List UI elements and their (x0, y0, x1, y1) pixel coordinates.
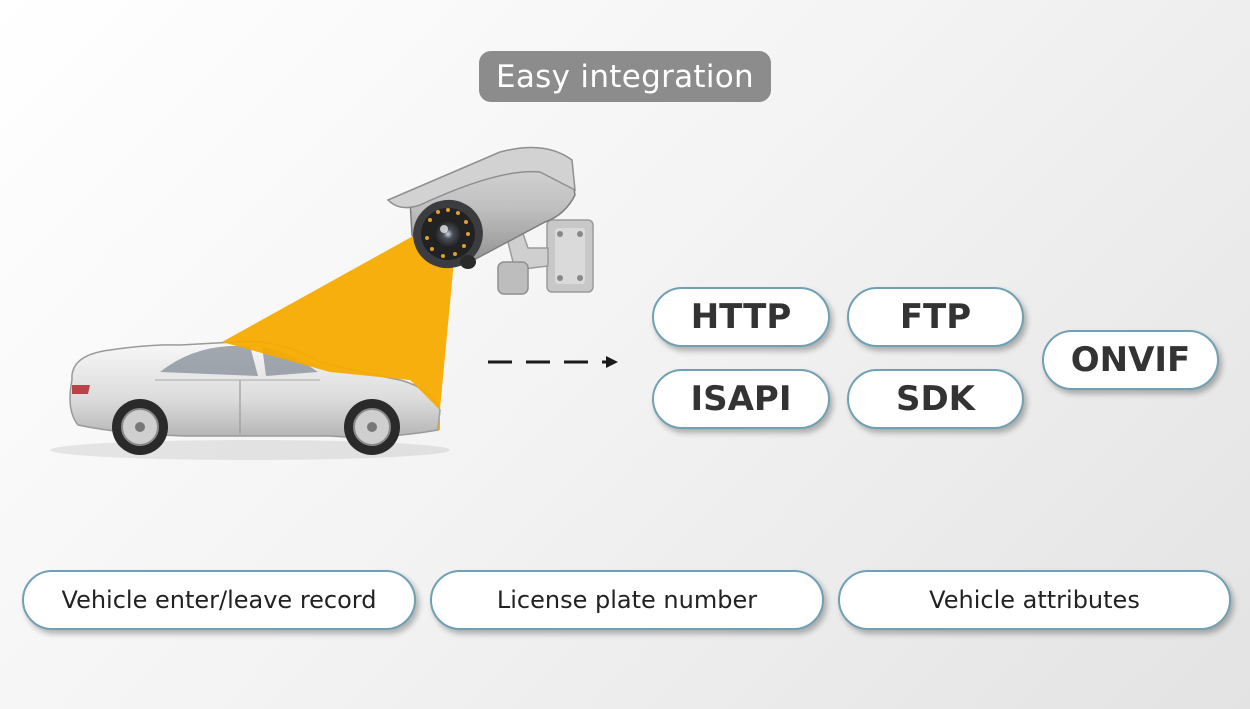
feature-vehicle-attributes: Vehicle attributes (838, 570, 1231, 630)
protocol-ftp: FTP (847, 287, 1024, 347)
title-badge: Easy integration (479, 51, 771, 102)
title-text: Easy integration (495, 58, 755, 95)
protocol-onvif: ONVIF (1042, 330, 1219, 390)
feature-attributes-label: Vehicle attributes (929, 586, 1140, 614)
protocol-isapi-label: ISAPI (690, 379, 792, 419)
feature-enter-leave-record: Vehicle enter/leave record (22, 570, 416, 630)
car-icon (50, 340, 450, 460)
protocol-http: HTTP (652, 287, 830, 347)
protocol-isapi: ISAPI (652, 369, 830, 429)
camera-beam (222, 235, 455, 430)
feature-license-plate: License plate number (430, 570, 824, 630)
protocol-onvif-label: ONVIF (1070, 340, 1191, 380)
feature-plate-label: License plate number (496, 586, 758, 614)
feature-record-label: Vehicle enter/leave record (61, 586, 377, 614)
protocol-sdk-label: SDK (895, 379, 976, 419)
surveillance-camera-icon (386, 146, 594, 295)
protocol-http-label: HTTP (690, 297, 792, 337)
dashed-arrow-icon (488, 356, 618, 368)
protocol-ftp-label: FTP (899, 297, 972, 337)
protocol-sdk: SDK (847, 369, 1024, 429)
